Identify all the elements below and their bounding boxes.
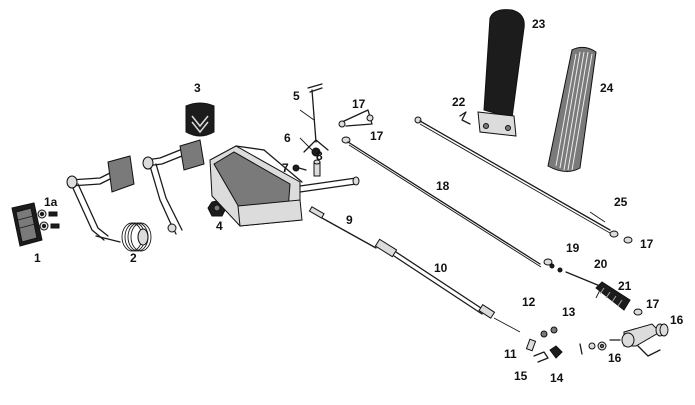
- label-part-13: 13: [562, 305, 576, 319]
- part-10-cable: [321, 217, 521, 333]
- label-part-1a: 1a: [44, 195, 58, 209]
- part-9-cable-end: [308, 206, 325, 219]
- label-part-5: 5: [293, 89, 300, 103]
- label-part-12: 12: [522, 295, 536, 309]
- part-15-clip: [533, 351, 549, 363]
- part-22-spring-clip: [459, 111, 471, 125]
- label-part-4: 4: [216, 219, 223, 233]
- part-24-pedal-cover: [547, 46, 597, 172]
- label-part-2: 2: [130, 251, 137, 265]
- pedal-bracket: [209, 145, 360, 227]
- part-17-link-top: [338, 109, 374, 128]
- label-part-14: 14: [550, 371, 564, 385]
- label-part-8: 8: [316, 149, 323, 163]
- label-part-3: 3: [194, 81, 201, 95]
- label-part-17-top: 17: [352, 97, 366, 111]
- part-5-lever: [307, 83, 323, 143]
- label-part-20: 20: [594, 257, 608, 271]
- part-21-boot: [595, 281, 631, 311]
- part-16-bell-crank: [579, 323, 661, 357]
- part-25-rod: [414, 116, 619, 238]
- part-20-rod: [557, 267, 601, 287]
- label-part-7: 7: [282, 161, 289, 175]
- label-part-16-left: 16: [608, 351, 622, 365]
- part-7-screw: [292, 164, 307, 172]
- label-part-6: 6: [284, 131, 291, 145]
- label-part-16-right: 16: [670, 313, 684, 327]
- part-8-pin: [313, 159, 321, 177]
- label-part-24: 24: [600, 81, 614, 95]
- label-part-15: 15: [514, 369, 528, 383]
- leader-lines: [299, 109, 606, 299]
- label-part-17-middle: 17: [370, 129, 384, 143]
- part-13-nut: [550, 326, 558, 334]
- part-14-clip: [549, 345, 563, 359]
- label-part-11: 11: [504, 347, 517, 361]
- label-part-23: 23: [532, 17, 546, 31]
- part-18-rod: [347, 141, 542, 268]
- label-part-25: 25: [614, 195, 628, 209]
- label-part-19: 19: [566, 241, 580, 255]
- part-6-bracket: [303, 139, 329, 157]
- label-part-18: 18: [436, 179, 450, 193]
- label-part-17-right: 17: [640, 237, 654, 251]
- part-2-pedal-assembly: [66, 139, 205, 252]
- part-23-accelerator-pedal: [477, 9, 525, 137]
- label-part-10: 10: [434, 261, 448, 275]
- part-3-rubber-pad: [185, 102, 215, 137]
- label-part-17-lower: 17: [646, 297, 660, 311]
- label-part-22: 22: [452, 95, 466, 109]
- part-16-bushing: [655, 323, 669, 337]
- label-part-1: 1: [34, 251, 41, 265]
- part-17-ball-joint-lower: [633, 308, 643, 316]
- return-spring: [121, 222, 152, 252]
- part-19-clip: [543, 258, 555, 269]
- label-part-21: 21: [618, 279, 632, 293]
- part-11-pin: [525, 338, 537, 352]
- part-17-ball-joint-right: [623, 236, 633, 244]
- part-1a-bolts: [37, 209, 60, 231]
- part-1-pedal-pad: [11, 202, 43, 247]
- part-12-nut: [540, 330, 548, 338]
- label-part-9: 9: [346, 213, 353, 227]
